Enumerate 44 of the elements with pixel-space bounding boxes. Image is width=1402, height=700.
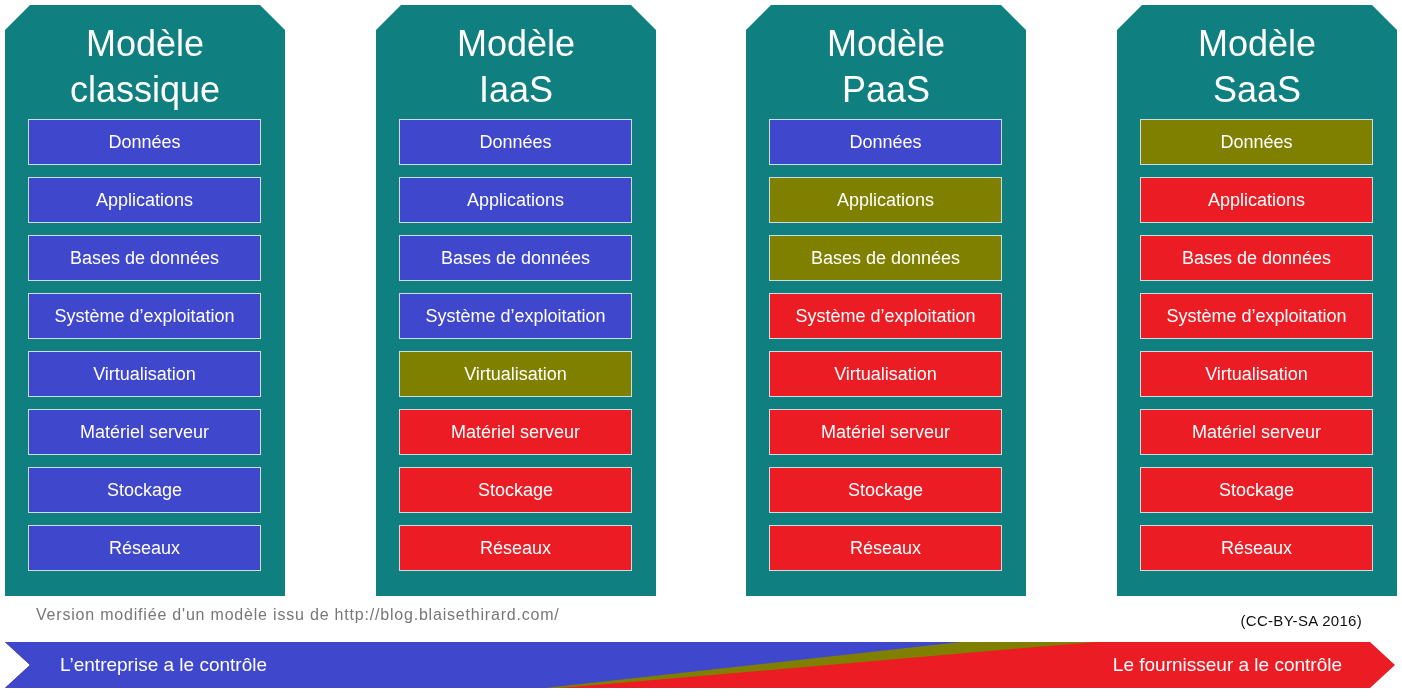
column-title: Modèle IaaS — [455, 22, 577, 112]
license-note: (CC-BY-SA 2016) — [1240, 612, 1362, 629]
layer-box: Données — [399, 119, 632, 165]
layer-box: Stockage — [1140, 467, 1373, 513]
column-title: Modèle SaaS — [1196, 22, 1318, 112]
layer-box: Applications — [769, 177, 1002, 223]
layer-box: Matériel serveur — [1140, 409, 1373, 455]
arrow-label: L’entreprise a le contrôle — [60, 654, 267, 676]
layer-box: Bases de données — [28, 235, 261, 281]
layer-box: Système d’exploitation — [399, 293, 632, 339]
layer-box: Matériel serveur — [399, 409, 632, 455]
layer-box: Applications — [28, 177, 261, 223]
layer-box: Applications — [1140, 177, 1373, 223]
layer-box: Données — [1140, 119, 1373, 165]
source-note: Version modifiée d'un modèle issu de http://blog.blaisethirard.com/ — [36, 606, 560, 624]
layer-box: Matériel serveur — [769, 409, 1002, 455]
column-title: Modèle PaaS — [825, 22, 947, 112]
layer-box: Réseaux — [1140, 525, 1373, 571]
model-column-panel — [1117, 5, 1397, 596]
layer-box: Virtualisation — [28, 351, 261, 397]
model-column-panel — [5, 5, 285, 596]
layer-box: Données — [769, 119, 1002, 165]
layer-box: Stockage — [28, 467, 261, 513]
layer-box: Virtualisation — [1140, 351, 1373, 397]
layer-box: Stockage — [399, 467, 632, 513]
layer-box: Bases de données — [769, 235, 1002, 281]
arrow-label: Le fournisseur a le contrôle — [1112, 654, 1342, 676]
layer-box: Virtualisation — [769, 351, 1002, 397]
layer-box: Réseaux — [769, 525, 1002, 571]
layer-box: Virtualisation — [399, 351, 632, 397]
layer-box: Bases de données — [399, 235, 632, 281]
column-title: Modèle classique — [68, 22, 222, 112]
layer-box: Réseaux — [28, 525, 261, 571]
layer-box: Système d’exploitation — [769, 293, 1002, 339]
layer-box: Bases de données — [1140, 235, 1373, 281]
layer-box: Système d’exploitation — [1140, 293, 1373, 339]
layer-box: Données — [28, 119, 261, 165]
layer-box: Matériel serveur — [28, 409, 261, 455]
layer-box: Système d’exploitation — [28, 293, 261, 339]
model-column-panel — [376, 5, 656, 596]
layer-box: Applications — [399, 177, 632, 223]
layer-box: Réseaux — [399, 525, 632, 571]
layer-box: Stockage — [769, 467, 1002, 513]
model-column-panel — [746, 5, 1026, 596]
